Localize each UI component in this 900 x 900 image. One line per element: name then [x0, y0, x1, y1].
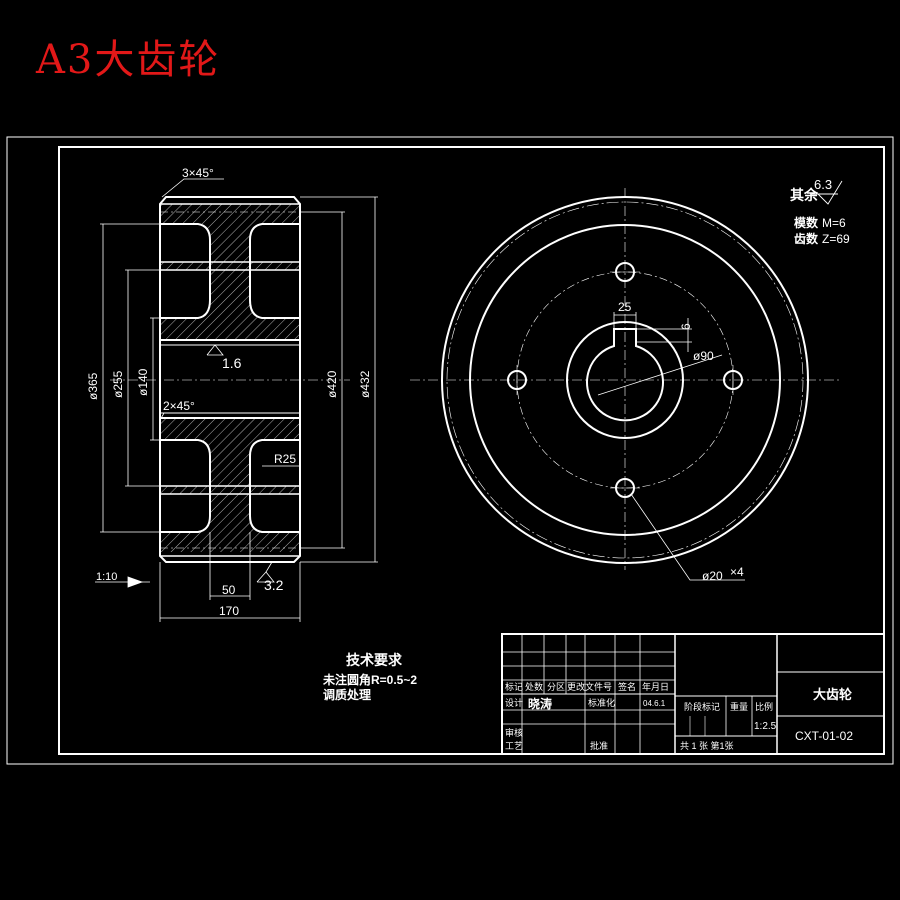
section-dimensions	[95, 178, 378, 622]
tb-approve: 批准	[590, 740, 608, 751]
rest-value: 6.3	[814, 177, 832, 192]
holes-label: ø20	[702, 569, 723, 583]
technical-requirements: 技术要求 未注圆角R=0.5~2 调质处理	[322, 652, 417, 702]
gear-notes: 其余 6.3 模数 M=6 齿数 Z=69	[790, 177, 850, 246]
tb-sheets: 共 1 张 第1张	[680, 740, 734, 751]
width-170-label: 170	[219, 604, 239, 618]
outer-frame	[6, 136, 894, 765]
section-hatch-upper	[160, 204, 300, 340]
d365-label: ø365	[86, 372, 100, 400]
tech-req-line1: 未注圆角R=0.5~2	[322, 672, 417, 687]
tb-mark: 标记	[505, 681, 523, 692]
module-label: 模数	[794, 215, 819, 230]
tb-part-name: 大齿轮	[813, 687, 852, 702]
d255-label: ø255	[111, 370, 125, 398]
roughness-32-label: 3.2	[264, 577, 284, 593]
rest-roughness-icon	[817, 180, 843, 205]
taper-label: 1:10	[96, 571, 117, 583]
chamfer-top-label: 3×45°	[182, 166, 214, 180]
tb-zone: 分区	[547, 682, 565, 692]
tb-process: 工艺	[505, 741, 523, 751]
section-hatch-lower	[160, 418, 300, 552]
teeth-value: Z=69	[822, 232, 850, 246]
tb-sign: 签名	[618, 681, 636, 692]
tech-req-line2: 调质处理	[323, 687, 371, 702]
title-block-text: 标记 处数 分区 更改文件号 签名 年月日 设计 晓涛 标准化 04.6.1 审…	[505, 681, 853, 751]
module-value: M=6	[822, 216, 846, 230]
keyway-depth-label: 6	[679, 323, 693, 330]
tb-stage: 阶段标记	[684, 701, 720, 712]
inner-frame	[58, 146, 885, 755]
tb-drawing-no: CXT-01-02	[795, 729, 853, 743]
rest-label: 其余	[790, 187, 819, 203]
bore-label: ø90	[693, 349, 714, 363]
roughness-16-label: 1.6	[222, 355, 242, 371]
tb-design: 设计	[505, 697, 523, 708]
radius-label: R25	[274, 452, 296, 466]
chamfer-mid-label: 2×45°	[163, 399, 195, 413]
tb-review: 审核	[505, 727, 523, 738]
front-dimensions	[597, 312, 745, 581]
tb-doc: 更改文件号	[567, 681, 612, 692]
tb-designer: 晓涛	[528, 696, 552, 711]
section-labels: 3×45° 2×45° ø365 ø255 ø140 ø420 ø432 1.6…	[86, 166, 372, 618]
d140-label: ø140	[136, 368, 150, 396]
width-50-label: 50	[222, 583, 236, 597]
section-outline	[159, 196, 301, 563]
tb-count: 处数	[525, 681, 543, 692]
d420-label: ø420	[325, 370, 339, 398]
front-view	[410, 188, 840, 570]
front-labels: 25 6 ø90 ø20 ×4	[618, 300, 744, 583]
tb-scale-value: 1:2.5	[754, 721, 777, 732]
tb-standardize: 标准化	[588, 697, 615, 708]
holes-count-label: ×4	[730, 565, 744, 579]
teeth-label: 齿数	[794, 231, 819, 246]
tb-weight: 重量	[730, 701, 748, 712]
d432-label: ø432	[358, 370, 372, 398]
tb-date-value: 04.6.1	[643, 699, 666, 708]
tb-date: 年月日	[642, 681, 669, 692]
tb-scale: 比例	[755, 701, 773, 712]
page-title: A3大齿轮	[36, 37, 221, 83]
title-block	[501, 633, 885, 755]
tech-req-heading: 技术要求	[346, 652, 403, 668]
keyway-width-label: 25	[618, 300, 632, 314]
section-view	[110, 196, 350, 563]
